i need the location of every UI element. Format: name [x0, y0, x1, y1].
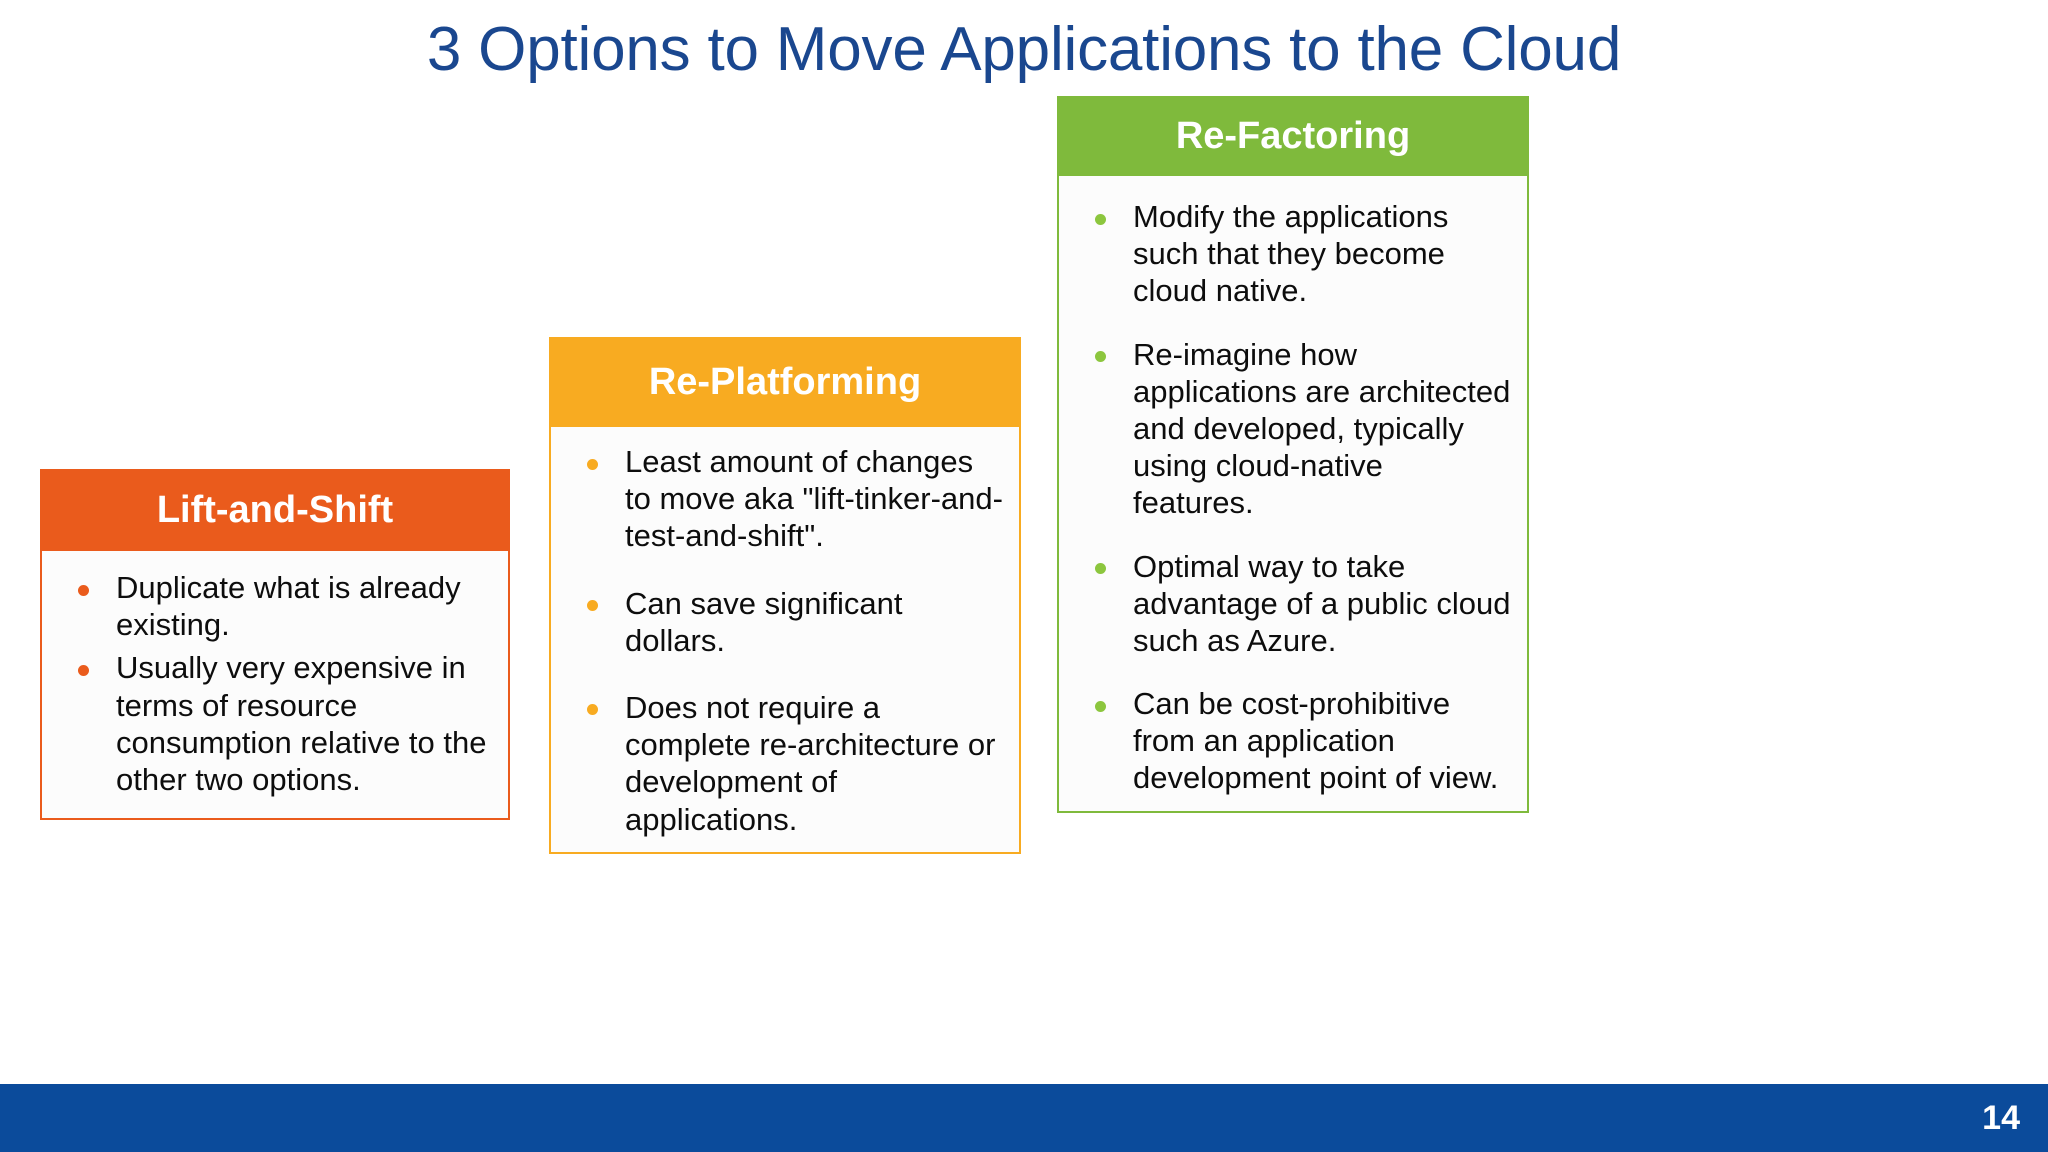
bullet-dot-icon [78, 664, 89, 676]
card-body-re-factoring: Modify the applications such that they b… [1057, 176, 1529, 813]
bullet-text: Modify the applications such that they b… [1133, 199, 1449, 309]
bullet-text: Does not require a complete re-architect… [625, 689, 996, 837]
bullet-dot-icon [587, 458, 598, 470]
option-card-re-platforming: Re-Platforming Least amount of changes t… [549, 337, 1021, 854]
list-item: Does not require a complete re-architect… [565, 689, 1003, 838]
list-item: Re-imagine how applications are architec… [1073, 336, 1511, 522]
list-item: Duplicate what is already existing. [56, 569, 492, 643]
bullet-list-re-factoring: Modify the applications such that they b… [1073, 198, 1511, 797]
bullet-text: Optimal way to take advantage of a publi… [1133, 548, 1511, 658]
card-header-lift-and-shift: Lift-and-Shift [40, 469, 510, 551]
card-header-re-factoring: Re-Factoring [1057, 96, 1529, 176]
slide-number: 14 [1982, 1099, 2020, 1137]
option-card-re-factoring: Re-Factoring Modify the applications suc… [1057, 96, 1529, 813]
card-body-re-platforming: Least amount of changes to move aka "lif… [549, 427, 1021, 854]
footer-bar: 14 [0, 1084, 2048, 1152]
option-card-lift-and-shift: Lift-and-Shift Duplicate what is already… [40, 469, 510, 821]
bullet-dot-icon [1095, 700, 1106, 712]
card-body-lift-and-shift: Duplicate what is already existing. Usua… [40, 551, 510, 821]
bullet-dot-icon [587, 600, 598, 612]
bullet-text: Least amount of changes to move aka "lif… [625, 444, 1003, 554]
list-item: Optimal way to take advantage of a publi… [1073, 548, 1511, 660]
list-item: Modify the applications such that they b… [1073, 198, 1511, 310]
bullet-dot-icon [78, 584, 89, 596]
bullet-list-re-platforming: Least amount of changes to move aka "lif… [565, 443, 1003, 838]
bullet-dot-icon [1095, 563, 1106, 574]
bullet-text: Usually very expensive in terms of resou… [116, 650, 487, 797]
list-item: Least amount of changes to move aka "lif… [565, 443, 1003, 555]
bullet-dot-icon [587, 704, 598, 716]
bullet-dot-icon [1095, 213, 1106, 225]
bullet-text: Re-imagine how applications are architec… [1133, 336, 1511, 521]
bullet-text: Duplicate what is already existing. [116, 570, 461, 643]
bullet-dot-icon [1095, 351, 1106, 363]
page-title: 3 Options to Move Applications to the Cl… [426, 15, 1622, 84]
list-item: Can be cost-prohibitive from an applicat… [1073, 685, 1511, 797]
bullet-text: Can be cost-prohibitive from an applicat… [1133, 686, 1499, 796]
card-header-re-platforming: Re-Platforming [549, 337, 1021, 427]
bullet-text: Can save significant dollars. [625, 585, 903, 658]
bullet-list-lift-and-shift: Duplicate what is already existing. Usua… [56, 569, 492, 798]
list-item: Can save significant dollars. [565, 585, 1003, 659]
list-item: Usually very expensive in terms of resou… [56, 649, 492, 798]
